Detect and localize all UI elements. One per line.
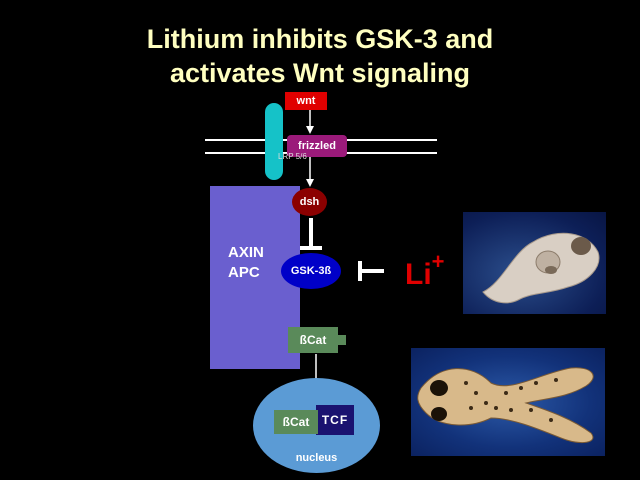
nuclear-beta-catenin-box: ßCat [274, 410, 318, 434]
frizzled-dsh-arrow [306, 157, 314, 187]
axin-label: AXIN [228, 244, 264, 261]
dsh-inhibit-symbol [300, 218, 322, 250]
gsk3-node: GSK-3ß [281, 253, 341, 289]
lithium-inhibit-symbol [358, 261, 384, 281]
embryo-image-bottom [417, 367, 594, 444]
axin-apc-label: AXIN APC [228, 243, 264, 283]
embryo-photo-bottom [411, 348, 605, 456]
title-line-1: Lithium inhibits GSK-3 and [146, 24, 494, 54]
embryo-image-top [482, 232, 600, 304]
beta-catenin-tab [338, 335, 346, 345]
nucleus-label: nucleus [295, 452, 338, 464]
beta-catenin-box: ßCat [288, 327, 338, 353]
lithium-symbol: Li [405, 258, 432, 291]
lrp-label: LRP 5/6 [278, 152, 307, 161]
slide-title: Lithium inhibits GSK-3 and activates Wnt… [0, 22, 640, 90]
frizzled-box: frizzled [287, 135, 347, 157]
lithium-ion-label: Li+ [405, 249, 445, 292]
tcf-box: TCF [316, 405, 354, 435]
embryo-photo-top [463, 212, 606, 314]
wnt-arrow [306, 110, 314, 134]
dsh-node: dsh [292, 188, 327, 216]
title-line-2: activates Wnt signaling [169, 58, 471, 88]
lrp-coreceptor [265, 103, 283, 180]
wnt-box: wnt [285, 92, 327, 110]
lithium-charge: + [431, 249, 445, 274]
apc-label: APC [228, 264, 260, 281]
